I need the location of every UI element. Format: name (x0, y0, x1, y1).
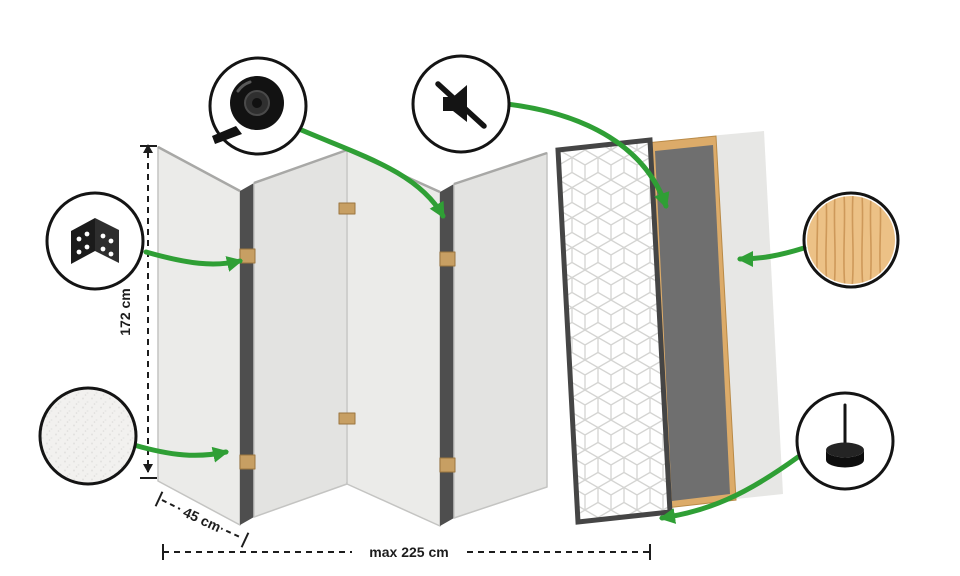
tape-icon (212, 76, 284, 144)
callout-texture (38, 386, 138, 486)
mute-icon (435, 81, 487, 129)
pattern-panel (555, 137, 673, 525)
hinge-piece (239, 248, 256, 264)
pattern-panel-face (555, 137, 673, 525)
folding-screen (157, 145, 548, 527)
hinge-hardware (239, 202, 456, 473)
core-slab (655, 145, 730, 501)
callout-hinge (45, 191, 145, 291)
callout-tape (208, 56, 308, 156)
hinge-piece (338, 412, 356, 425)
callout-arrows (131, 101, 807, 524)
dimension-height: 172 cm (115, 144, 157, 479)
height-label: 172 cm (117, 288, 133, 335)
callout-mute (411, 54, 511, 154)
panel-2 (253, 149, 348, 518)
hinge-piece (439, 251, 456, 267)
arrow-texture (131, 442, 229, 463)
arrow-tape (296, 126, 446, 219)
callout-wood (802, 191, 900, 289)
max-width-label: max 225 cm (369, 544, 448, 560)
arrow-mute (504, 101, 670, 209)
wood-icon (807, 196, 895, 284)
arrow-hinge (143, 249, 243, 272)
panel-1 (157, 146, 241, 526)
panel-4 (453, 152, 548, 519)
arrow-wood (737, 245, 807, 267)
panel-top-edges (157, 145, 548, 194)
texture-icon (38, 386, 138, 486)
core-panel (645, 135, 737, 509)
callout-pin (795, 391, 895, 491)
pin-foot-icon (826, 403, 864, 468)
hinge-icon (71, 218, 119, 264)
hinge-piece (338, 202, 356, 215)
callout-circle (802, 191, 900, 289)
hinge-piece (239, 454, 256, 470)
hinge-piece (439, 457, 456, 473)
panel-fold-1 (240, 183, 254, 525)
panel-fold-2 (440, 184, 454, 526)
panel-3 (346, 149, 441, 527)
dimension-max-width: max 225 cm (162, 542, 651, 562)
arrow-pin (659, 454, 801, 524)
